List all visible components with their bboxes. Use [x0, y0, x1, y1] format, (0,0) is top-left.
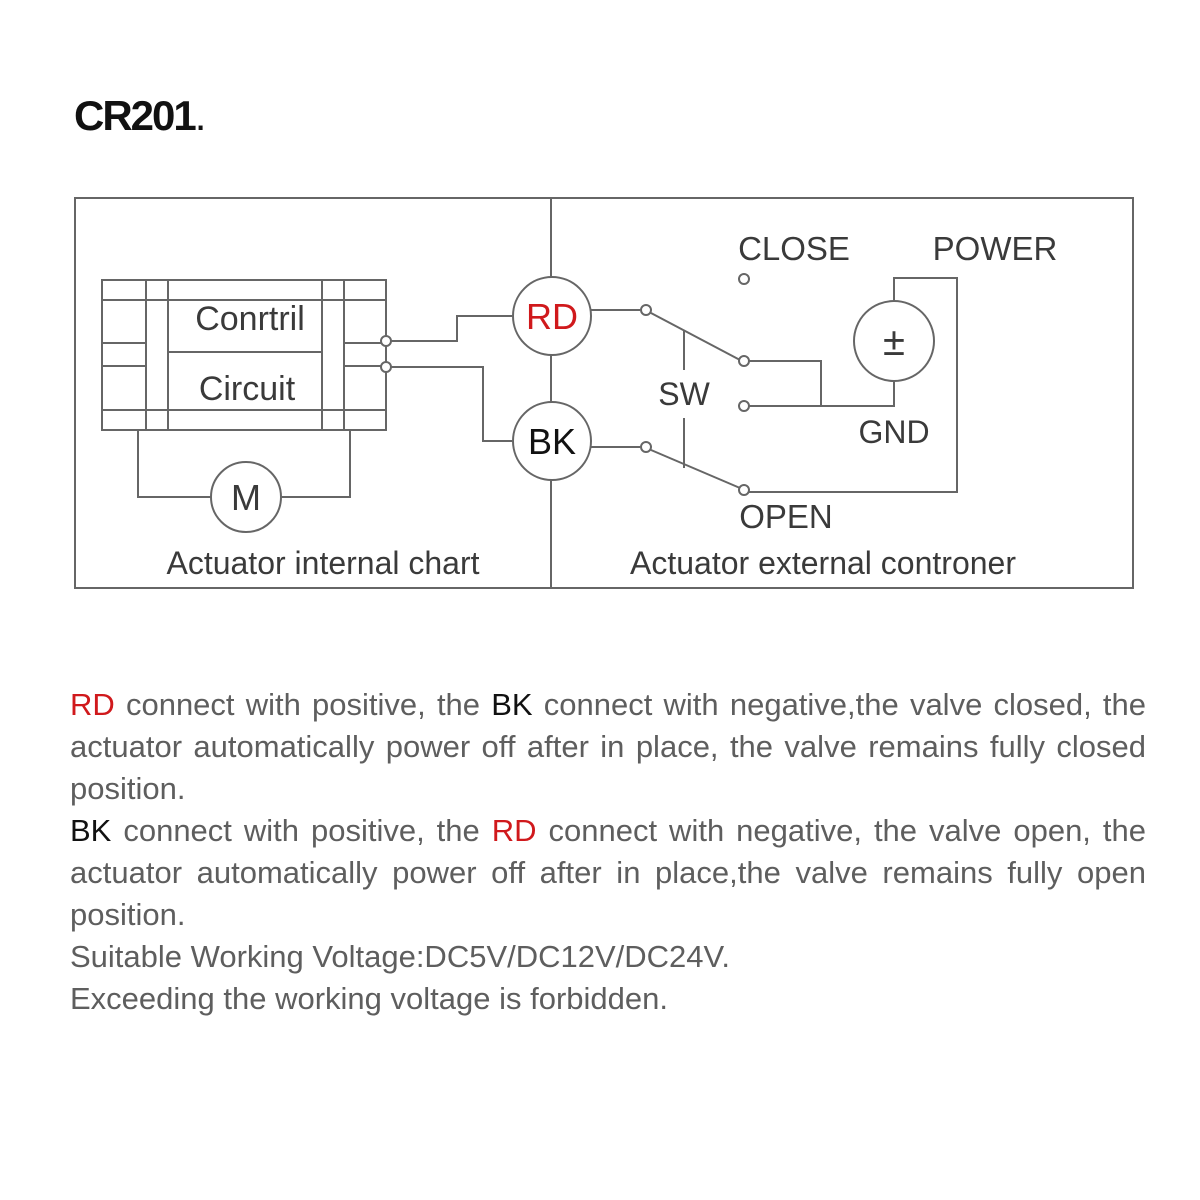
terminal-upper [380, 335, 392, 347]
description: RD connect with positive, the BK connect… [70, 684, 1146, 1020]
close-label: CLOSE [738, 230, 850, 267]
open-contact [738, 484, 750, 496]
rd-keyword: RD [70, 687, 115, 722]
power-label: POWER [933, 230, 1058, 267]
bk-keyword: BK [70, 813, 112, 848]
diagram-frame [74, 197, 1134, 589]
title-period: . [194, 92, 207, 139]
rd-keyword: RD [491, 813, 537, 848]
control-label: Conrtril [195, 300, 305, 338]
model-name: CR201 [74, 92, 197, 139]
external-caption: Actuator external controner [630, 545, 1016, 581]
switch-lower-blade [650, 449, 741, 489]
actuator-body [101, 279, 387, 431]
bk-keyword: BK [491, 687, 533, 722]
gnd-label: GND [858, 414, 929, 450]
motor-wire [137, 430, 351, 498]
voltage-note: Suitable Working Voltage:DC5V/DC12V/DC24… [70, 939, 730, 974]
warning-note: Exceeding the working voltage is forbidd… [70, 981, 668, 1016]
motor-label: M [231, 477, 261, 518]
bk-wire [391, 366, 512, 442]
page-title: CR201. [74, 92, 206, 140]
circuit-label: Circuit [199, 370, 296, 408]
rd-label: RD [526, 296, 578, 337]
description-close: RD connect with positive, the BK connect… [70, 687, 1146, 806]
switch-upper-blade [650, 312, 741, 361]
switch-label: SW [658, 376, 710, 412]
wiring-diagram: Conrtril Circuit M RD BK SW CLOSE POWER … [74, 197, 1134, 589]
contact-bridge [749, 360, 822, 406]
power-top-wire [749, 277, 958, 493]
bk-terminal-circle [512, 401, 592, 481]
rd-terminal-circle [512, 276, 592, 356]
motor-circle [210, 461, 282, 533]
description-open: BK connect with positive, the RD connect… [70, 813, 1146, 932]
gnd-contact [738, 400, 750, 412]
internal-caption: Actuator internal chart [166, 545, 479, 581]
rd-wire [391, 315, 512, 342]
power-contact [738, 355, 750, 367]
power-symbol: ± [883, 320, 905, 364]
close-contact [738, 273, 750, 285]
open-label: OPEN [739, 498, 833, 535]
terminal-lower [380, 361, 392, 373]
bk-label: BK [528, 421, 576, 462]
power-bottom-wire [749, 381, 895, 407]
